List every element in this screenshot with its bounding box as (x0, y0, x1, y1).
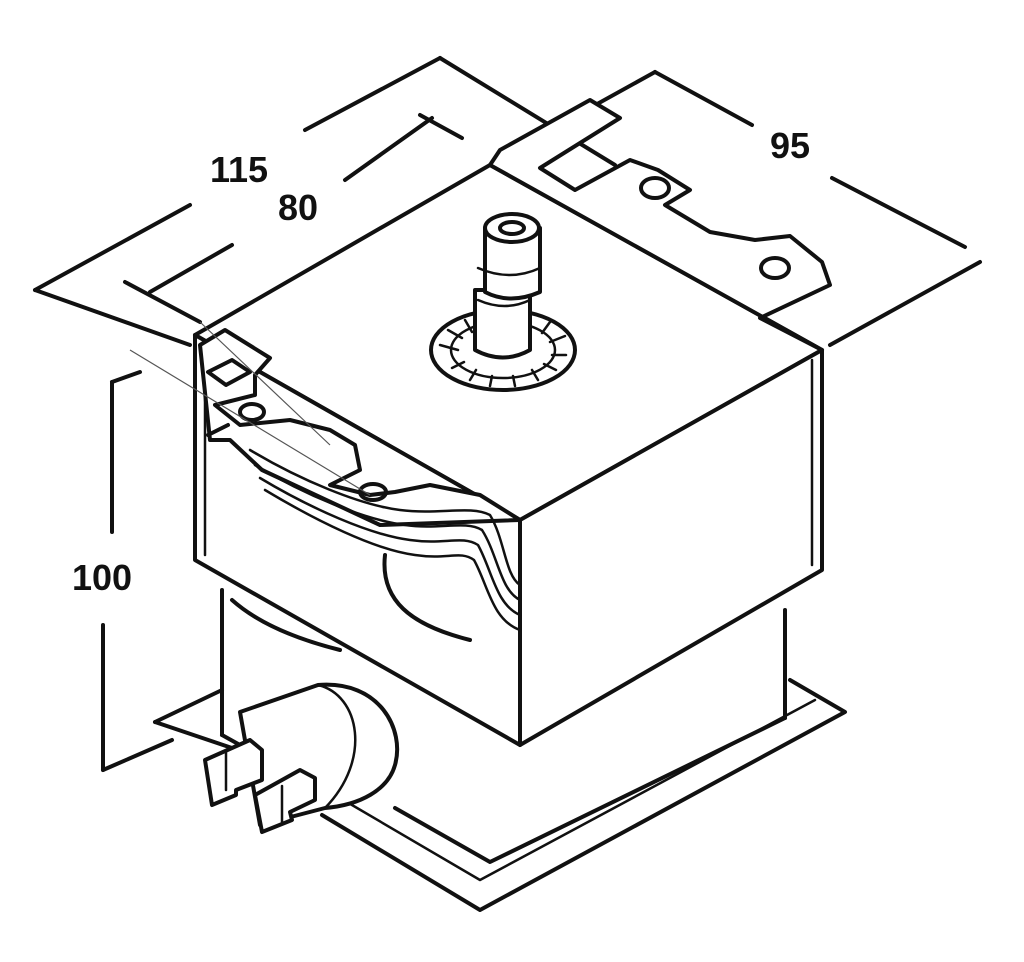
cooling-fin-3 (258, 476, 522, 617)
dim-100-ext-top (110, 370, 142, 384)
dim-115-line-upper (303, 56, 442, 132)
antenna-cap (483, 226, 542, 301)
dim-115-ext-right (438, 56, 617, 167)
dim-95-line-right (830, 176, 967, 249)
yoke-right-face (518, 348, 824, 747)
mounting-hole-2 (759, 256, 791, 280)
magnet-ring (382, 553, 472, 642)
cooling-fin-4 (263, 488, 522, 632)
dim-115-ext-left (33, 288, 192, 347)
bracket-hole-1 (238, 402, 266, 422)
mounting-flange (488, 98, 832, 352)
dim-80-label: 80 (278, 187, 318, 228)
antenna-tip (483, 212, 541, 244)
dim-80-line-upper (343, 116, 434, 182)
dim-100-label: 100 (72, 557, 132, 598)
dim-95-ext-bottom (828, 260, 982, 347)
terminal-bracket (129, 321, 522, 642)
filament-connector (203, 682, 400, 834)
cooling-fin-1 (248, 448, 522, 587)
dim-115-label: 115 (210, 149, 268, 190)
dim-95-label: 95 (770, 125, 810, 166)
lower-body (220, 588, 787, 864)
antenna-stem (473, 288, 532, 360)
mounting-hole-1 (639, 176, 671, 200)
cooling-fin-2 (253, 463, 522, 602)
dimension-lines (33, 56, 982, 772)
antenna-output (429, 212, 577, 392)
terminal-tab-2 (253, 768, 317, 834)
terminal-tab-1 (203, 738, 264, 807)
dim-115-line-lower (33, 203, 192, 292)
dim-80-ext-right (418, 113, 464, 140)
dim-80-ext-left (123, 280, 202, 324)
dim-100-ext-bottom (101, 738, 174, 772)
dim-95-line-left (653, 70, 754, 127)
flange-plate (488, 98, 832, 352)
bracket-hole-2 (358, 482, 388, 502)
bracket-plate (198, 328, 522, 527)
dim-80-line-lower (148, 243, 234, 294)
